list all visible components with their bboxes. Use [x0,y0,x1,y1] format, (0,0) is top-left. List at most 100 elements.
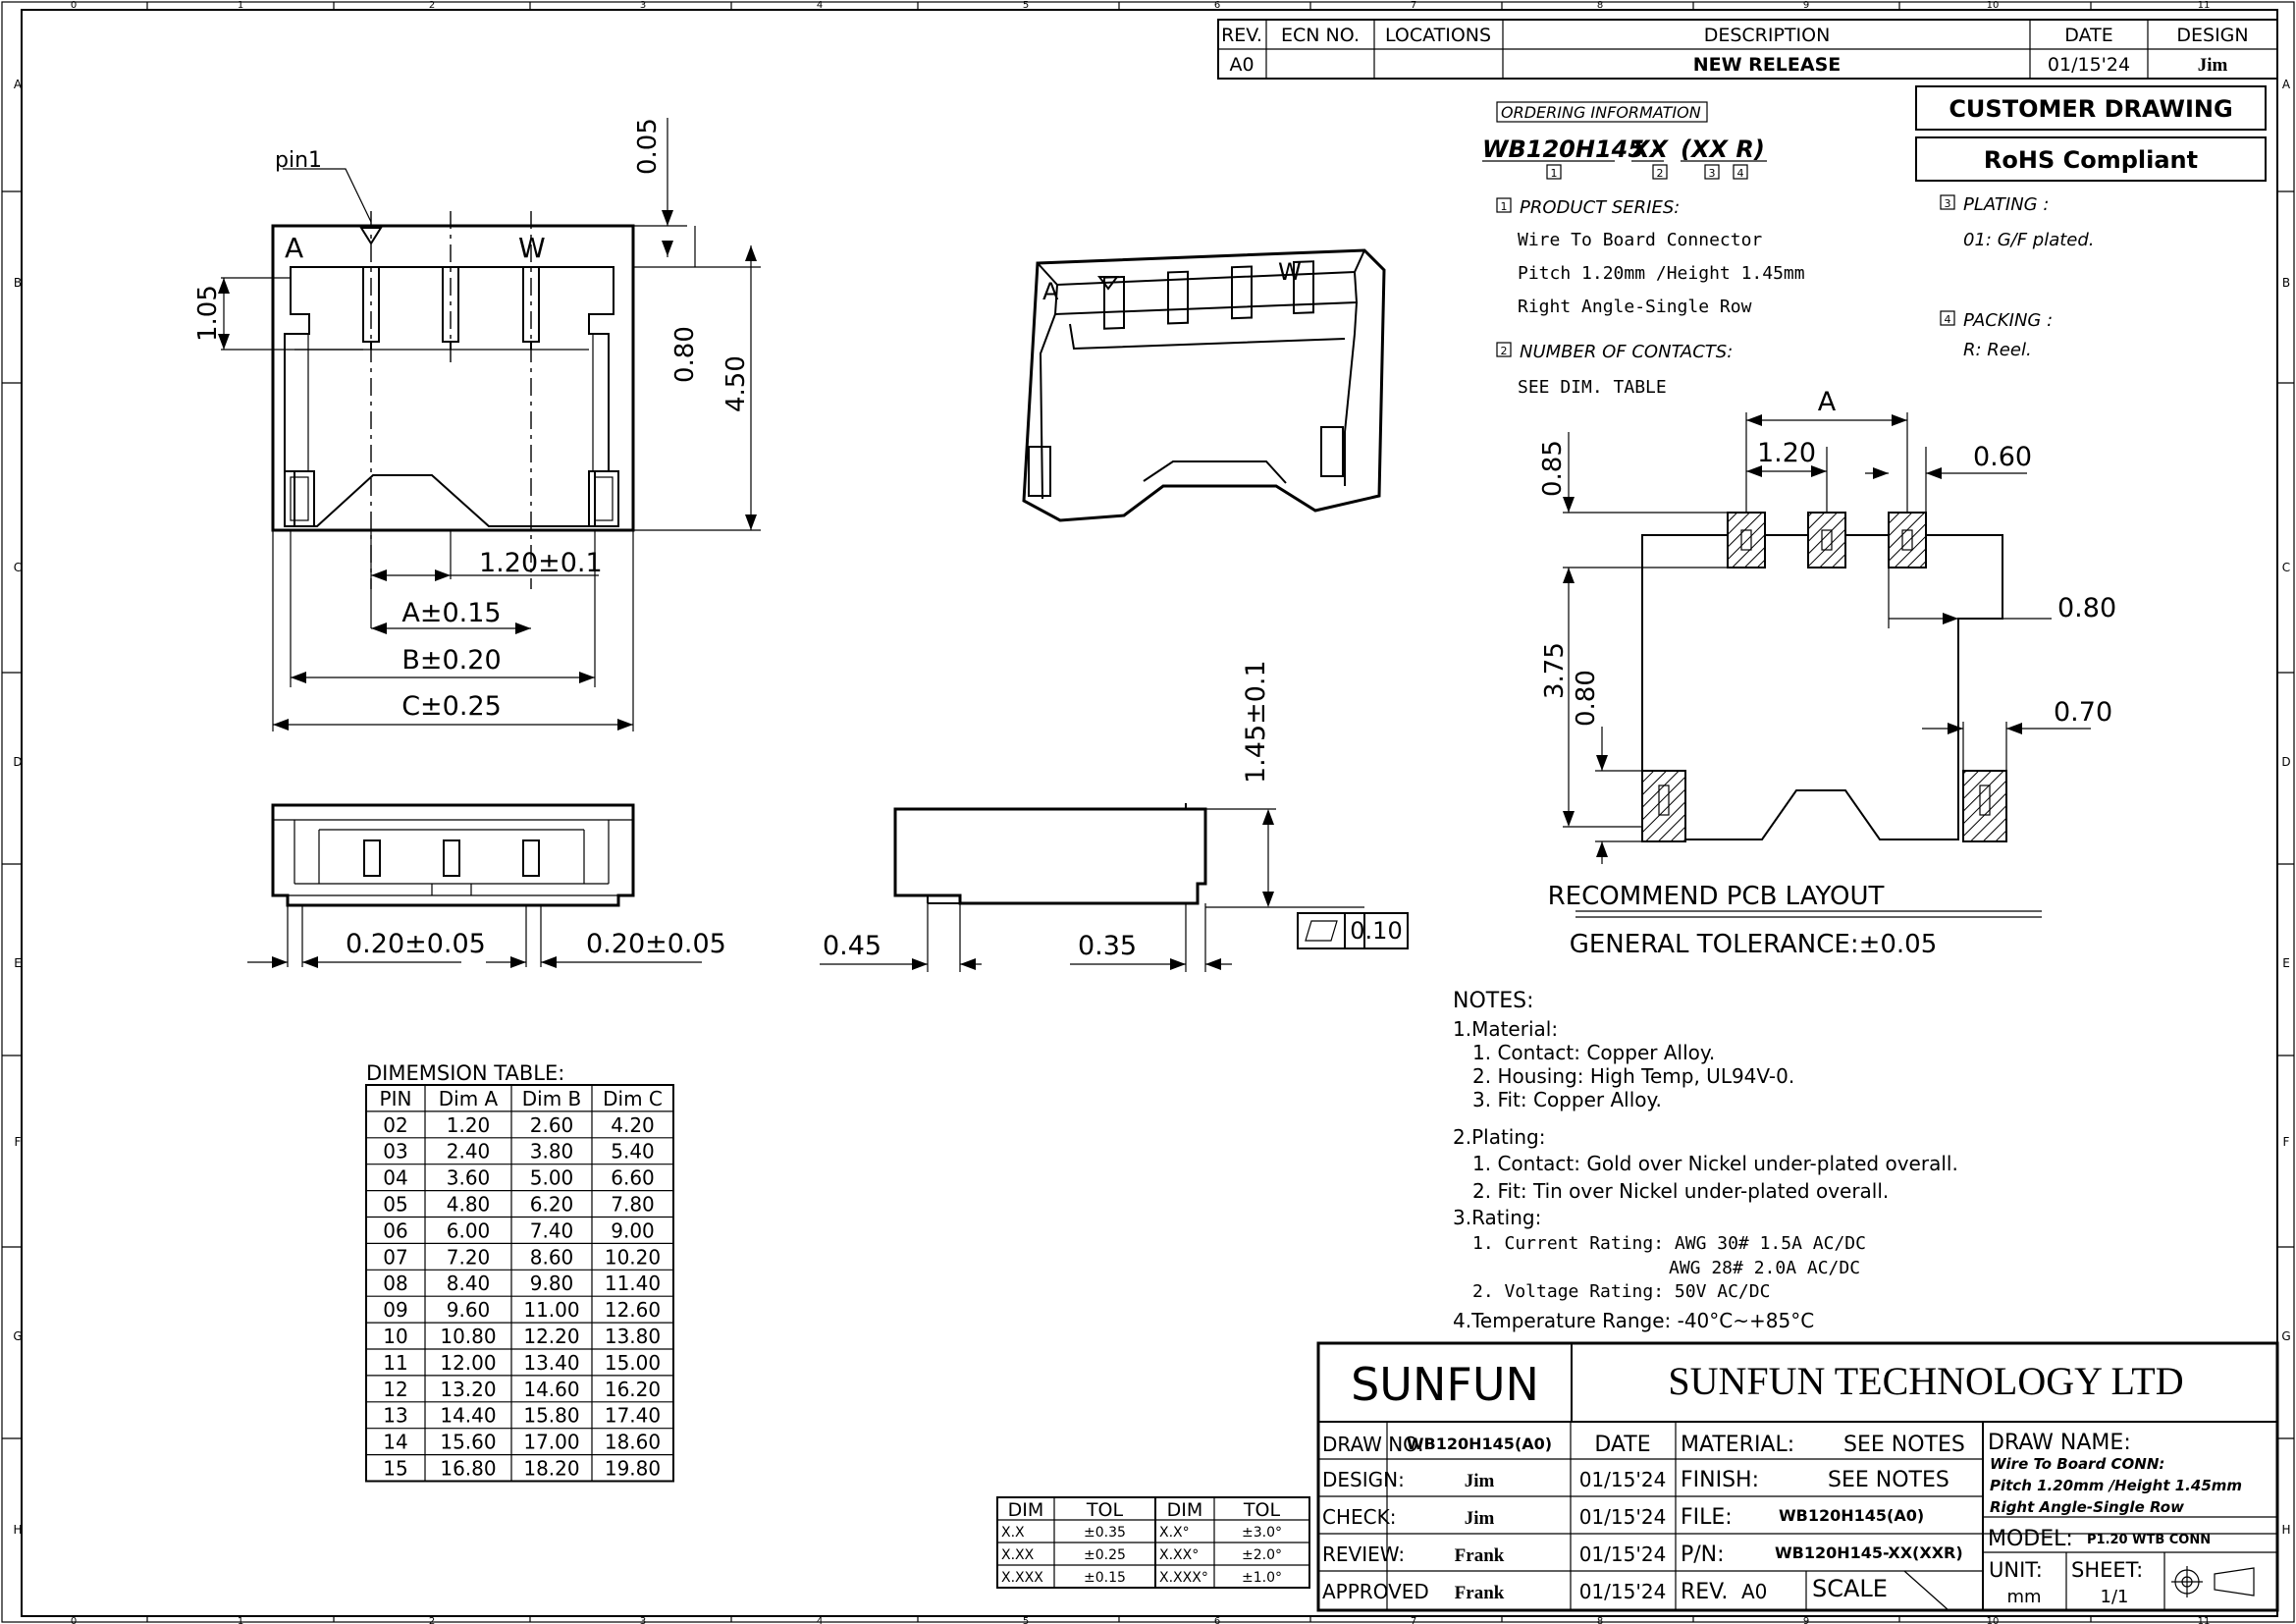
tol-table-header: TOL [1086,1499,1124,1521]
dim-table-cell: 3.60 [447,1166,491,1190]
dim-table-cell: 06 [383,1218,407,1242]
signoff-date: 01/15'24 [1579,1505,1667,1529]
dim-table-cell: 15.00 [605,1351,661,1375]
dim-table-cell: 17.00 [523,1431,579,1454]
col-label-bottom: 0 [71,1616,77,1624]
col-label-top: 6 [1214,0,1220,11]
row-label-right: B [2282,276,2290,290]
notes-line-2: 1. Contact: Copper Alloy. [1472,1041,1715,1064]
notes-line-5: 2.Plating: [1453,1125,1545,1149]
series-index: 1 [1501,200,1508,213]
signoff-date: 01/15'24 [1579,1468,1667,1491]
tol-table-cell: X.X [1001,1525,1025,1541]
dim-table-cell: 4.80 [447,1193,491,1217]
description-value: NEW RELEASE [1693,54,1842,76]
tol-table-cell: ±0.35 [1084,1525,1126,1541]
front-dim-b: B±0.20 [401,645,501,676]
series-line-1: Wire To Board Connector [1518,230,1762,250]
projection-symbol-icon [2171,1566,2255,1597]
notes-line-12: 4.Temperature Range: -40°C~+85°C [1453,1309,1814,1332]
dim-table-cell: 15.80 [523,1404,579,1428]
col-label-top: 8 [1597,0,1603,11]
signoff-name: Frank [1455,1583,1505,1603]
file-value: WB120H145(A0) [1779,1506,1924,1525]
sheet-value: 1/1 [2101,1587,2129,1607]
col-label-top: 11 [2198,0,2211,11]
locations-header: LOCATIONS [1385,25,1491,46]
col-label-top: 7 [1411,0,1416,11]
revision-block: REV. ECN NO. LOCATIONS DESCRIPTION DATE … [1217,19,2278,80]
pcb-title: RECOMMEND PCB LAYOUT [1548,882,1885,911]
row-label-right: D [2281,755,2290,769]
description-header: DESCRIPTION [1704,25,1831,46]
file-label: FILE: [1681,1505,1733,1530]
col-label-bottom: 9 [1803,1616,1809,1624]
notes-line-10: AWG 28# 2.0A AC/DC [1669,1258,1860,1278]
row-label-left: B [14,276,22,290]
design-header: DESIGN [2176,25,2248,46]
plating-title: PLATING : [1963,194,2049,215]
dim-table-header: PIN [380,1087,412,1110]
col-label-top: 4 [817,0,823,11]
signoff-date: 01/15'24 [1579,1580,1667,1603]
side-dim-035: 0.35 [1078,931,1137,961]
draw-name-line-3: Right Angle-Single Row [1990,1498,2184,1516]
dim-table-cell: 07 [383,1245,407,1269]
title-block: SUNFUN SUNFUN TECHNOLOGY LTD DRAW NO. WB… [1316,1341,2279,1612]
dim-table-cell: 12.20 [523,1325,579,1348]
rev-label: REV. [1681,1580,1728,1604]
dim-table-cell: 3.80 [530,1140,574,1164]
dim-table-cell: 04 [383,1166,407,1190]
row-label-right: F [2283,1135,2290,1149]
notes-line-8: 3.Rating: [1453,1206,1541,1229]
draw-no-label: DRAW NO. [1322,1433,1423,1456]
unit-label: UNIT: [1989,1558,2043,1582]
dim-table-cell: 7.40 [530,1218,574,1242]
tol-table-cell: ±1.0° [1242,1570,1282,1586]
dim-table-cell: 8.40 [447,1272,491,1295]
row-label-left: D [13,755,22,769]
ordering-index-3: 3 [1709,167,1716,180]
dim-table-cell: 10 [383,1325,407,1348]
ordering-information: ORDERING INFORMATION WB120H145 - XX (XX … [1482,101,2095,398]
ordering-index-1: 1 [1551,167,1558,180]
col-label-top: 9 [1803,0,1809,11]
draw-no-value: WB120H145(A0) [1407,1435,1552,1453]
tol-table-cell: ±2.0° [1242,1547,1282,1563]
col-label-bottom: 6 [1214,1616,1220,1624]
notes-line-3: 2. Housing: High Temp, UL94V-0. [1472,1064,1794,1088]
dim-table-cell: 15 [383,1457,407,1481]
dim-table-cell: 9.00 [611,1218,655,1242]
col-label-bottom: 1 [238,1616,243,1624]
sheet-label: SHEET: [2071,1558,2143,1582]
packing-title: PACKING : [1963,310,2053,331]
dim-table-cell: 2.40 [447,1140,491,1164]
signoff-label: REVIEW: [1322,1543,1405,1566]
dim-table-cell: 03 [383,1140,407,1164]
signoff-name: Jim [1465,1471,1495,1491]
rev-value: A0 [1229,54,1254,76]
dim-table-cell: 13 [383,1404,407,1428]
dim-table-cell: 14.60 [523,1378,579,1401]
dim-table-cell: 17.40 [605,1404,661,1428]
row-label-left: C [14,561,22,574]
side-dim-045: 0.45 [823,931,881,961]
row-label-right: A [2282,78,2291,91]
customer-drawing-text: CUSTOMER DRAWING [1949,95,2232,123]
dim-table-cell: 10.20 [605,1245,661,1269]
col-label-bottom: 8 [1597,1616,1603,1624]
pcb-dim-080: 0.80 [2057,593,2116,623]
tol-table-header: TOL [1243,1499,1281,1521]
draw-name-line-1: Wire To Board CONN: [1990,1455,2164,1473]
dim-table-cell: 09 [383,1298,407,1322]
dim-table-cell: 11 [383,1351,407,1375]
pcb-dim-375: 3.75 [1540,642,1570,699]
packing-line: R: Reel. [1963,340,2032,360]
bottom-dim-right: 0.20±0.05 [586,929,726,959]
packing-index: 4 [1945,313,1951,326]
pcb-dim-080-vertical: 0.80 [1572,670,1601,727]
signoff-name: Jim [1465,1508,1495,1529]
rev-design-value: Jim [2198,55,2228,76]
